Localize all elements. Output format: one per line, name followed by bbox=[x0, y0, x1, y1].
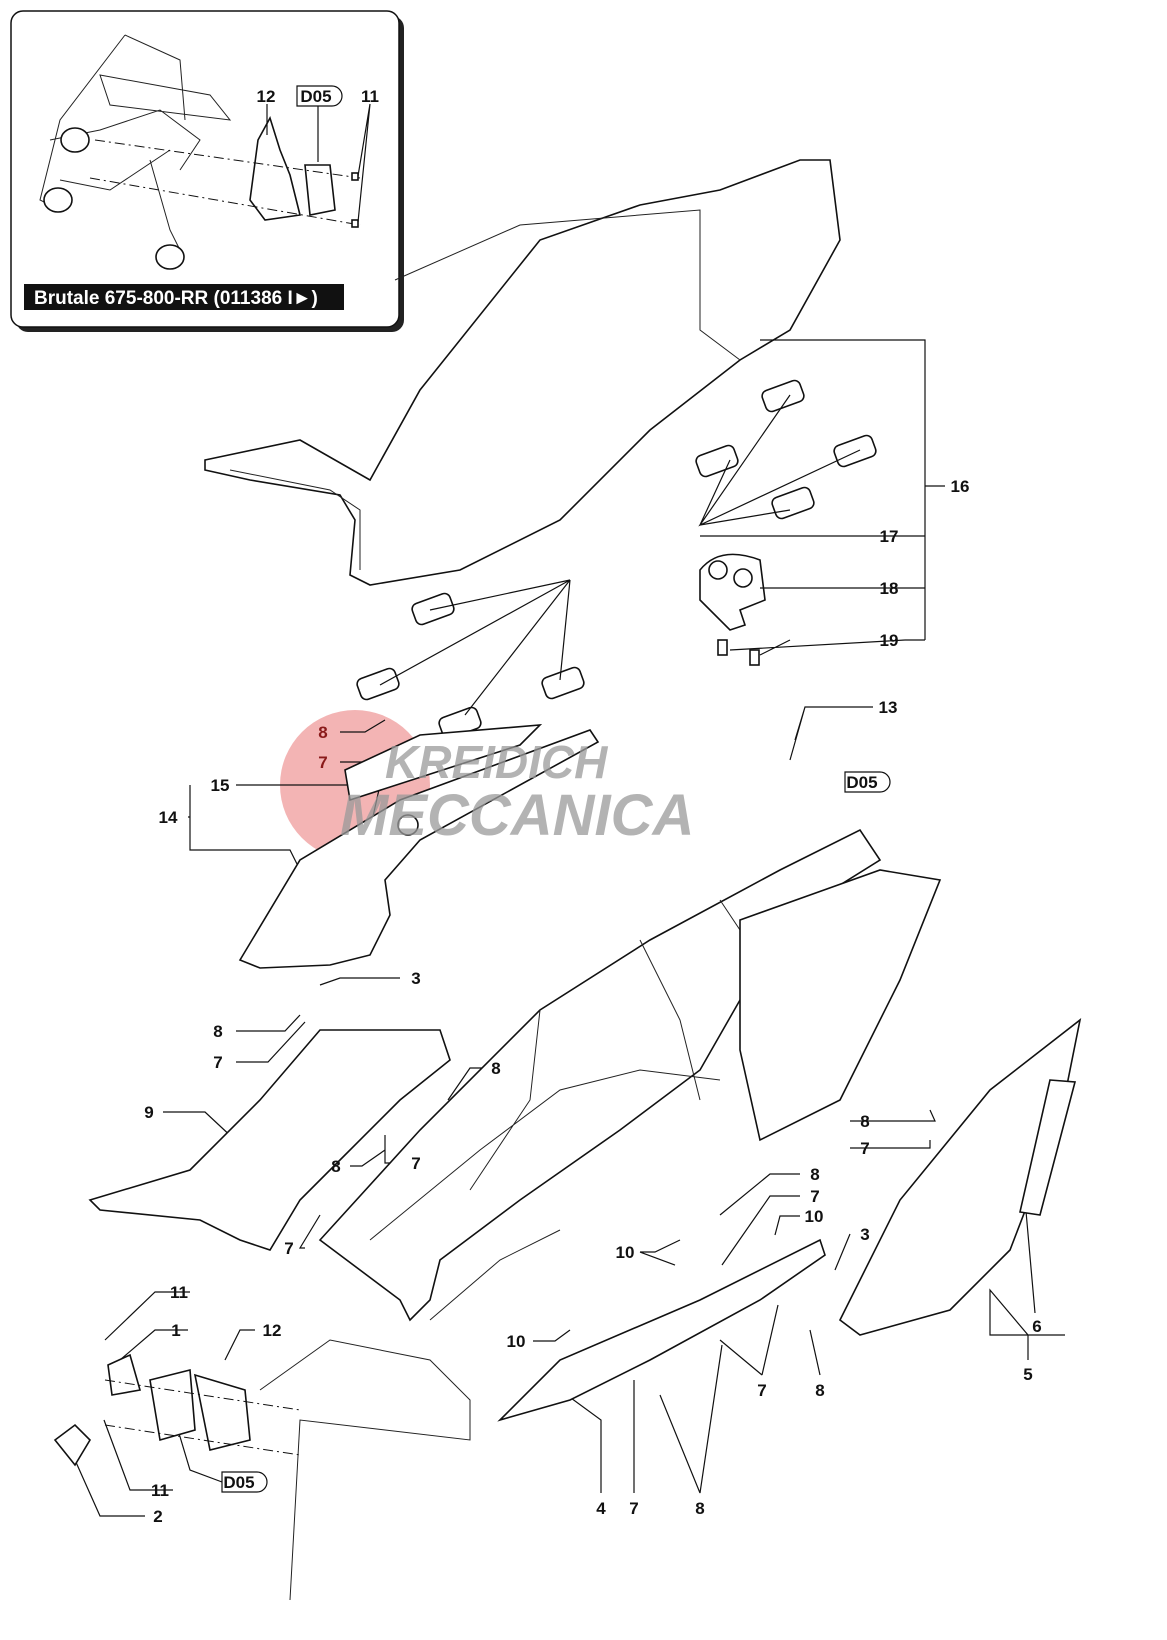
callout-5: 5 bbox=[1023, 1365, 1032, 1384]
inset-callout-12: 12 bbox=[257, 87, 276, 106]
callout-2: 2 bbox=[153, 1507, 162, 1526]
inset-d05-tag bbox=[296, 85, 343, 107]
callout-14: 14 bbox=[159, 808, 178, 827]
callout-13: 13 bbox=[879, 698, 898, 717]
callout-3: 3 bbox=[860, 1225, 869, 1244]
d05-tag bbox=[844, 771, 891, 793]
callout-6: 6 bbox=[1032, 1317, 1041, 1336]
callout-19: 19 bbox=[880, 631, 899, 650]
callout-9: 9 bbox=[144, 1103, 153, 1122]
inset-title: Brutale 675-800-RR (011386 I►) bbox=[34, 288, 318, 309]
lower-cover bbox=[497, 1238, 826, 1422]
callout-8: 8 bbox=[318, 723, 327, 742]
callout-7: 7 bbox=[318, 753, 327, 772]
d05-tag bbox=[221, 1471, 268, 1493]
watermark-logo: KREIDICH MECCANICA bbox=[340, 736, 694, 848]
callout-7: 7 bbox=[757, 1381, 766, 1400]
rear-subframe bbox=[318, 828, 942, 1322]
inset-title-bar bbox=[24, 284, 344, 310]
callout-8: 8 bbox=[491, 1059, 500, 1078]
callout-7: 7 bbox=[810, 1187, 819, 1206]
watermark-line2: MECCANICA bbox=[340, 783, 694, 848]
callout-3: 3 bbox=[411, 969, 420, 988]
inset-callout-d05: D05 bbox=[300, 87, 331, 106]
callout-15: 15 bbox=[211, 776, 230, 795]
rubber-pads bbox=[356, 379, 877, 740]
callout-10: 10 bbox=[507, 1332, 526, 1351]
callout-7: 7 bbox=[213, 1053, 222, 1072]
callout-7: 7 bbox=[860, 1139, 869, 1158]
right-side-panel bbox=[838, 1018, 1082, 1336]
callout-16: 16 bbox=[951, 477, 970, 496]
callout-d05: D05 bbox=[223, 1473, 254, 1492]
inset-frame-drawing bbox=[39, 34, 371, 270]
callout-7: 7 bbox=[411, 1154, 420, 1173]
callout-11: 11 bbox=[151, 1481, 169, 1500]
callout-17: 17 bbox=[880, 527, 899, 546]
inset-panel: 12 D05 11 Brutale 675-800-RR (011386 I►) bbox=[10, 10, 404, 332]
callout-8: 8 bbox=[213, 1022, 222, 1041]
inset-callout-11: 11 bbox=[361, 87, 379, 106]
callout-10: 10 bbox=[616, 1243, 635, 1262]
callout-12: 12 bbox=[263, 1321, 282, 1340]
callout-labels: 16 17 18 19 13 D05 8 7 15 14 3 8 7 8 9 7… bbox=[144, 477, 1041, 1526]
seat bbox=[204, 159, 841, 586]
callout-1: 1 bbox=[171, 1321, 180, 1340]
callout-7: 7 bbox=[629, 1499, 638, 1518]
callout-18: 18 bbox=[880, 579, 899, 598]
callout-8: 8 bbox=[331, 1157, 340, 1176]
callout-8: 8 bbox=[695, 1499, 704, 1518]
callout-8: 8 bbox=[815, 1381, 824, 1400]
callout-7: 7 bbox=[284, 1239, 293, 1258]
callout-10: 10 bbox=[805, 1207, 824, 1226]
left-side-panel bbox=[88, 1029, 451, 1251]
callout-8: 8 bbox=[810, 1165, 819, 1184]
seat-lock-bracket bbox=[699, 553, 766, 666]
callout-d05: D05 bbox=[846, 773, 877, 792]
lock-assembly bbox=[53, 1339, 471, 1601]
watermark-line1: KREIDICH bbox=[385, 736, 608, 788]
callout-8: 8 bbox=[860, 1112, 869, 1131]
grab-rail bbox=[238, 724, 600, 969]
callout-4: 4 bbox=[596, 1499, 606, 1518]
callout-11: 11 bbox=[170, 1283, 188, 1302]
